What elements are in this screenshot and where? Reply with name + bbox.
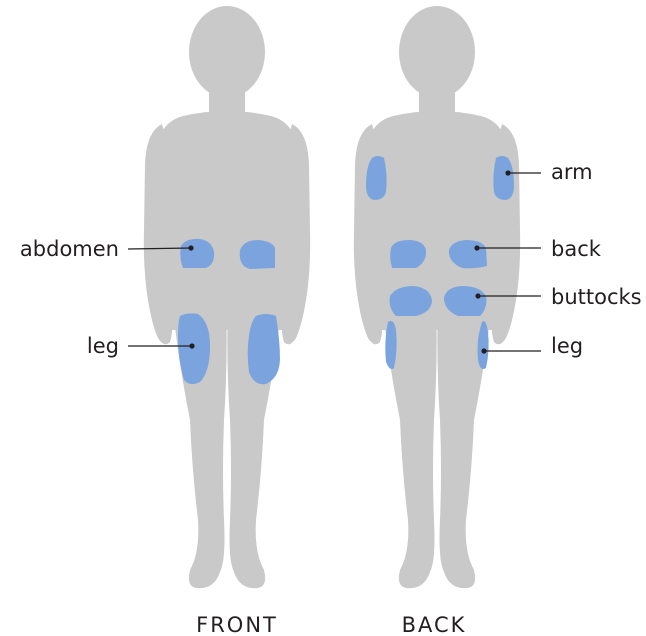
label-arm: arm <box>551 160 593 184</box>
front-abdomen-right-site <box>240 240 275 269</box>
back-leader-dot <box>474 245 479 250</box>
buttocks-leader-dot <box>475 293 480 298</box>
arm-leader-dot <box>505 170 510 175</box>
back-leg-left-site <box>385 321 396 369</box>
front-abdomen-left-site <box>180 239 214 268</box>
label-buttocks: buttocks <box>551 285 642 309</box>
label-back: back <box>551 237 602 261</box>
front-leg-right-site <box>248 314 280 384</box>
label-leg-back: leg <box>551 334 583 358</box>
front-figure <box>144 6 310 588</box>
leg-back-leader-dot <box>481 348 486 353</box>
front-body-silhouette <box>144 6 310 588</box>
view-label-front: FRONT <box>196 613 278 636</box>
view-labels: FRONT BACK <box>196 613 466 636</box>
site-labels: abdomen leg arm back buttocks leg <box>20 160 642 358</box>
back-figure <box>354 6 520 588</box>
label-leg-front: leg <box>87 334 119 358</box>
abdomen-leader-dot <box>188 245 193 250</box>
label-abdomen: abdomen <box>20 237 119 261</box>
back-back-left-site <box>390 240 426 268</box>
leg-front-leader-dot <box>189 343 194 348</box>
back-body-silhouette <box>354 6 520 588</box>
view-label-back: BACK <box>402 613 467 636</box>
back-buttocks-left-site <box>390 286 432 316</box>
front-leg-left-site <box>178 313 210 384</box>
